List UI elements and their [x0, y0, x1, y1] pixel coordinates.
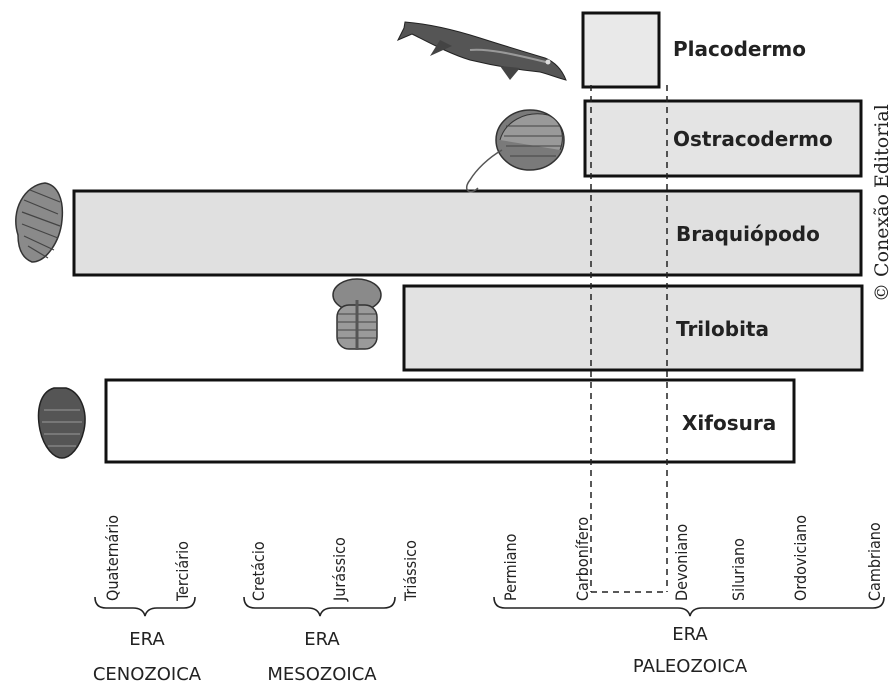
placoderm-fish-icon	[398, 22, 566, 80]
period-permiano: Permiano	[501, 533, 520, 601]
period-triassico: Triássico	[401, 540, 420, 602]
era-paleozoica-line2: PALEOZOICA	[633, 656, 748, 677]
era-cenozoica-line2: CENOZOICA	[93, 664, 202, 685]
era-labels: ERA CENOZOICA ERA MESOZOICA ERA PALEOZOI…	[93, 624, 748, 685]
period-devoniano: Devoniano	[672, 524, 691, 601]
period-carbonifero: Carbonífero	[573, 517, 592, 601]
period-terciario: Terciário	[173, 541, 192, 602]
bar-xifosura: Xifosura	[106, 380, 794, 462]
trilobite-icon	[333, 279, 381, 350]
bar-label-xifosura: Xifosura	[682, 411, 776, 435]
brachiopod-shell-icon	[16, 183, 63, 262]
period-siluriano: Siluriano	[729, 538, 748, 601]
bar-placodermo: Placodermo	[583, 13, 806, 87]
bar-ostracodermo: Ostracodermo	[585, 101, 861, 176]
ostracoderm-icon	[467, 110, 564, 192]
era-paleozoica-line1: ERA	[672, 624, 708, 645]
bar-label-ostracodermo: Ostracodermo	[673, 127, 833, 151]
period-cretacio: Cretácio	[249, 541, 268, 601]
horseshoe-crab-icon	[39, 388, 85, 458]
bar-braquiopodo: Braquiópodo	[74, 191, 861, 275]
period-labels: Quaternário Terciário Cretácio Jurássico…	[103, 515, 884, 602]
era-braces	[95, 597, 884, 616]
era-mesozoica-line2: MESOZOICA	[267, 664, 377, 685]
bar-label-braquiopodo: Braquiópodo	[676, 222, 820, 246]
period-ordoviciano: Ordoviciano	[791, 515, 810, 601]
bar-trilobita: Trilobita	[404, 286, 862, 370]
period-quaternario: Quaternário	[103, 515, 122, 601]
bar-label-placodermo: Placodermo	[673, 37, 806, 61]
era-mesozoica-line1: ERA	[304, 629, 340, 650]
credit-text: © Conexão Editorial	[871, 104, 893, 302]
period-jurassico: Jurássico	[330, 537, 349, 602]
era-cenozoica-line1: ERA	[129, 629, 165, 650]
period-cambriano: Cambriano	[865, 522, 884, 601]
bar-label-trilobita: Trilobita	[676, 317, 769, 341]
